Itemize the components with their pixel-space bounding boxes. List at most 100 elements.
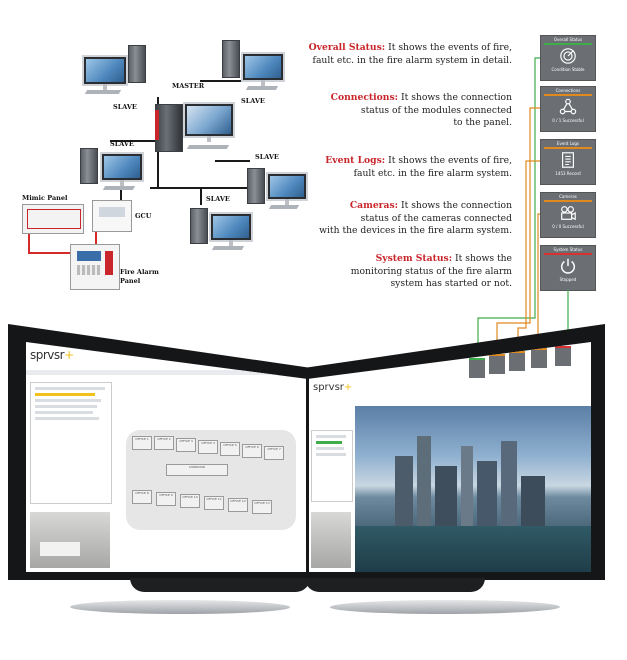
system-status-tile[interactable]: System Status Stopped [540, 245, 596, 291]
room-corridor[interactable]: CORRIDOR [166, 464, 228, 476]
description-title: Connections: [330, 92, 399, 103]
tile-title: Overall Status [553, 37, 583, 42]
slave-monitor [209, 212, 253, 246]
toolbar-system-status-button[interactable] [555, 346, 571, 366]
slave-label: SLAVE [241, 97, 265, 105]
tile-status: Stopped [559, 276, 577, 282]
tile-title: Cameras [559, 194, 577, 199]
room-office-8[interactable]: OFFICE 8 [132, 490, 152, 504]
mimic-panel [22, 204, 84, 234]
mimic-panel-label: Mimic Panel [22, 194, 68, 202]
network-wire [28, 232, 30, 254]
room-office-11[interactable]: OFFICE 11 [204, 496, 224, 510]
event-logs-description: Event Logs: It shows the events of fire,… [272, 155, 512, 180]
slave-tower [80, 148, 98, 184]
master-accent [155, 110, 159, 140]
master-tower [155, 104, 183, 152]
description-title: Overall Status: [308, 42, 386, 53]
event-list-panel [30, 382, 112, 504]
fire-alarm-panel-label: Panel [120, 277, 141, 285]
description-text: It shows the events of fire, [385, 155, 512, 166]
connections-description: Connections: It shows the connection sta… [272, 92, 512, 130]
room-office-6[interactable]: OFFICE 6 [242, 444, 262, 458]
description-text: system has started or not. [390, 278, 512, 289]
app-logo: sprvsr [313, 382, 344, 393]
description-text: It shows the [452, 253, 512, 264]
log-icon [541, 149, 595, 171]
toolbar-cameras-button[interactable] [531, 348, 547, 368]
floor-plan: OFFICE 1 OFFICE 2 OFFICE 3 OFFICE 4 OFFI… [126, 430, 296, 530]
description-text: status of the cameras connected [360, 212, 512, 224]
power-icon [541, 255, 595, 277]
slave-monitor [266, 172, 308, 205]
overall-status-description: Overall Status: It shows the events of f… [272, 42, 512, 67]
tile-accent-line [544, 43, 592, 45]
network-wire [200, 187, 202, 205]
camera-preview[interactable] [311, 512, 351, 568]
master-label: MASTER [172, 82, 205, 90]
room-office-9[interactable]: OFFICE 9 [156, 492, 176, 506]
overall-status-tile[interactable]: Overall Status Condition Stable [540, 35, 596, 81]
description-title: System Status: [375, 253, 453, 264]
slave-label: SLAVE [110, 140, 134, 148]
tile-status: Condition Stable [551, 66, 585, 72]
tile-status: 0 / 1 Successful [552, 117, 584, 123]
cameras-description: Cameras: It shows the connection status … [272, 200, 512, 238]
network-wire [150, 187, 260, 189]
gcu-device [92, 200, 132, 232]
master-monitor [183, 102, 235, 142]
fire-alarm-panel [70, 244, 120, 290]
app-logo: sprvsr [30, 348, 65, 362]
network-wire [120, 187, 122, 207]
description-text: status of the modules connected [360, 104, 512, 116]
tab-bar[interactable] [26, 370, 306, 375]
room-office-12[interactable]: OFFICE 12 [228, 498, 248, 512]
camera-icon [541, 202, 595, 224]
left-app-window: sprvsr+ OFFICE 1 OFFICE 2 OFFICE 3 OFFIC… [26, 342, 306, 572]
tile-title: Connections [555, 88, 581, 93]
room-office-7[interactable]: OFFICE 7 [264, 446, 284, 460]
slave-tower [222, 40, 240, 78]
slave-monitor [241, 52, 285, 86]
room-office-10[interactable]: OFFICE 10 [180, 494, 200, 508]
tile-accent-line [544, 147, 592, 149]
slave-monitor [100, 152, 144, 186]
room-office-2[interactable]: OFFICE 2 [154, 436, 174, 450]
tile-status: 0 / 0 Successful [552, 223, 584, 229]
network-icon [541, 96, 595, 118]
slave-tower [128, 45, 146, 83]
slave-label: SLAVE [206, 195, 230, 203]
slave-monitor [82, 55, 128, 90]
room-office-1[interactable]: OFFICE 1 [132, 436, 152, 450]
right-monitor-stand-neck [305, 578, 485, 592]
fire-alarm-panel-label: Fire Alarm [120, 268, 159, 276]
description-title: Event Logs: [325, 155, 386, 166]
room-office-5[interactable]: OFFICE 5 [220, 442, 240, 456]
description-title: Cameras: [349, 200, 399, 211]
room-office-4[interactable]: OFFICE 4 [198, 440, 218, 454]
description-text: fault etc. in the fire alarm system in d… [312, 54, 512, 66]
network-wire [28, 252, 73, 254]
camera-preview[interactable] [30, 512, 110, 568]
description-text: monitoring status of the fire alarm [350, 265, 512, 277]
connections-tile[interactable]: Connections 0 / 1 Successful [540, 86, 596, 132]
toolbar-event-logs-button[interactable] [509, 351, 525, 371]
description-text: It shows the connection [398, 200, 512, 211]
network-wire [95, 232, 97, 244]
slave-label: SLAVE [255, 153, 279, 161]
radar-icon [541, 45, 595, 67]
cameras-tile[interactable]: Cameras 0 / 0 Successful [540, 192, 596, 238]
description-text: with the devices in the fire alarm syste… [319, 225, 512, 236]
event-list-panel [311, 430, 353, 502]
room-office-3[interactable]: OFFICE 3 [176, 438, 196, 452]
toolbar-connections-button[interactable] [489, 354, 505, 374]
description-text: fault etc. in the fire alarm system. [353, 167, 512, 179]
right-app-window: sprvsr+ [309, 342, 591, 572]
camera-feed-city[interactable] [355, 406, 591, 572]
room-office-13[interactable]: OFFICE 13 [252, 500, 272, 514]
toolbar-overall-status-button[interactable] [469, 358, 485, 378]
slave-label: SLAVE [113, 103, 137, 111]
event-logs-tile[interactable]: Event Logs 1453 Record [540, 139, 596, 185]
tile-title: System Status [553, 247, 583, 252]
description-text: It shows the connection [398, 92, 512, 103]
